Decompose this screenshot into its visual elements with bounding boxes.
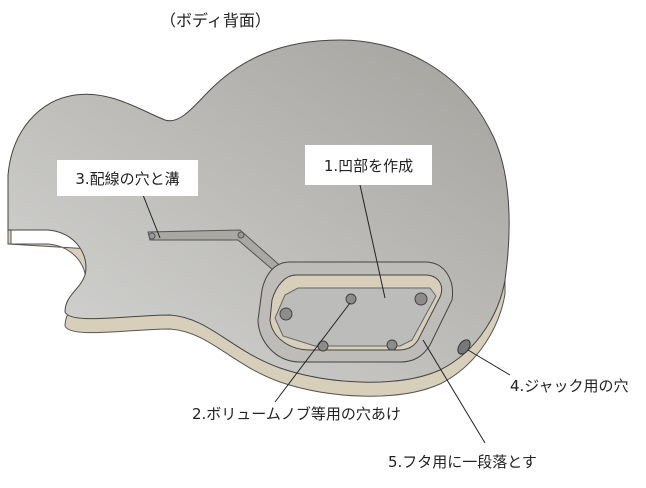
label-step5: 5.フタ用に一段落とす xyxy=(388,453,537,471)
label-step3: 3.配線の穴と溝 xyxy=(57,160,198,196)
label-step1: 1.凹部を作成 xyxy=(305,145,432,185)
control-cavity xyxy=(257,261,454,363)
leader-lines xyxy=(142,184,511,444)
label-step2: 2.ボリュームノブ等用の穴あけ xyxy=(192,405,401,423)
wiring-groove xyxy=(147,229,286,277)
diagram-title: （ボディ背面） xyxy=(160,11,271,30)
knob-holes xyxy=(279,292,428,352)
label-step4: 4.ジャック用の穴 xyxy=(510,377,629,395)
